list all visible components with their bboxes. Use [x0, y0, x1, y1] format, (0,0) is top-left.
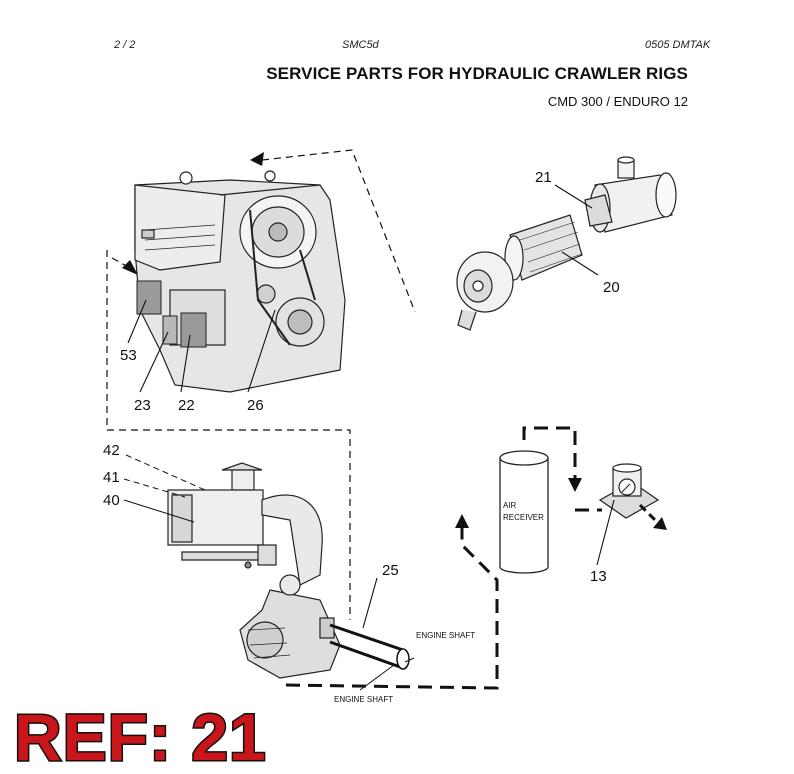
- air-receiver-tank: [499, 450, 549, 574]
- page-title: SERVICE PARTS FOR HYDRAULIC CRAWLER RIGS: [266, 64, 688, 83]
- compressor-unit: [167, 462, 341, 679]
- callout-53: 53: [120, 347, 137, 364]
- lubricator-outlet-arrow: [653, 517, 667, 530]
- callout-13: 13: [590, 568, 607, 585]
- arrow-to-engine: [250, 152, 264, 166]
- compressor-leader-lines: [123, 454, 206, 523]
- lubricator-leader: [596, 499, 615, 566]
- air-filter-assembly: [456, 156, 677, 331]
- engine-illustration: [134, 170, 346, 393]
- page-number: 2 / 2: [114, 39, 136, 51]
- air-line: [285, 426, 602, 690]
- document-revision: 0505 DMTAK: [645, 39, 711, 51]
- callout-20: 20: [603, 279, 620, 296]
- air-receiver-label-1: AIR: [503, 501, 517, 510]
- arrow-to-filter: [122, 260, 138, 275]
- filter-23-body: [162, 315, 178, 345]
- belt-drive: [329, 577, 415, 691]
- engine-leader-lines: [127, 299, 276, 393]
- reference-number: REF: 21: [13, 700, 268, 774]
- lubricator-outlet-line: [638, 503, 662, 527]
- callout-41: 41: [103, 469, 120, 486]
- engine-shaft-label-upper: ENGINE SHAFT: [416, 631, 475, 640]
- callout-25: 25: [382, 562, 399, 579]
- air-line-arrow-up: [455, 514, 469, 528]
- callout-21: 21: [535, 169, 552, 186]
- callout-26: 26: [247, 397, 264, 414]
- callout-22: 22: [178, 397, 195, 414]
- air-receiver-label-2: RECEIVER: [503, 513, 544, 522]
- model-subtitle: CMD 300 / ENDURO 12: [547, 94, 688, 109]
- filter-leader-lines: [554, 184, 599, 276]
- filter-22-body: [180, 312, 207, 348]
- engine-shaft-label-lower: ENGINE SHAFT: [334, 695, 393, 704]
- lubricator-unit: [598, 463, 660, 519]
- callout-23: 23: [134, 397, 151, 414]
- document-code: SMC5d: [342, 39, 379, 51]
- air-line-arrow-down: [568, 478, 582, 492]
- callout-42: 42: [103, 442, 120, 459]
- filter-53-body: [136, 280, 162, 315]
- callout-40: 40: [103, 492, 120, 509]
